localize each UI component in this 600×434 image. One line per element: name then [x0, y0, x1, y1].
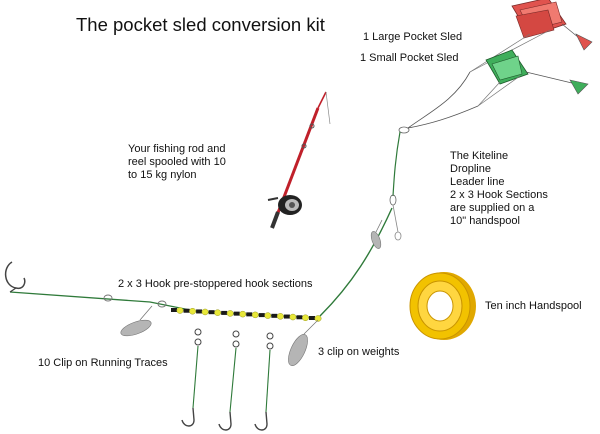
running-trace-1: [181, 328, 202, 427]
sleeve: [171, 308, 177, 312]
bead: [251, 311, 259, 319]
sleeve: [258, 313, 265, 318]
running-trace-2: [218, 330, 240, 431]
label-rod-line: to 15 kg nylon: [128, 169, 197, 181]
large-pocket-sled: [469, 0, 593, 73]
label-running-traces: 10 Clip on Running Traces: [38, 357, 168, 369]
bead-row: [171, 307, 322, 322]
bead: [214, 309, 222, 316]
sleeve: [271, 313, 278, 318]
bead: [201, 308, 209, 316]
sleeve: [183, 308, 190, 313]
label-large-pocket-sled: 1 Large Pocket Sled: [363, 31, 463, 43]
sleeve: [221, 310, 228, 315]
bead: [314, 315, 322, 322]
label-kiteline-line: The Kiteline: [450, 150, 509, 162]
bead: [239, 310, 247, 318]
label-hook-sections: 2 x 3 Hook pre-stoppered hook sections: [118, 278, 313, 290]
label-rod-line: reel spooled with 10: [128, 156, 226, 168]
kiteline: [319, 71, 479, 317]
handspool: [409, 272, 476, 340]
bead: [264, 312, 272, 319]
diagram-title: The pocket sled conversion kit: [76, 14, 325, 35]
label-kiteline-line: Dropline: [450, 163, 491, 175]
small-pocket-sled: [477, 49, 589, 107]
fishing-reel: [267, 195, 302, 215]
bead: [176, 307, 184, 314]
sleeve: [296, 315, 303, 320]
label-kiteline-line: 2 x 3 Hook Sections: [450, 189, 548, 201]
bead: [226, 310, 234, 317]
sleeve: [233, 311, 240, 316]
label-kiteline-line: 10" handspool: [450, 215, 520, 227]
label-kiteline-line: are supplied on a: [450, 202, 535, 214]
bead: [189, 307, 196, 315]
weight-right: [288, 319, 319, 366]
sleeve: [196, 309, 203, 314]
label-rod-line: Your fishing rod and: [128, 143, 226, 155]
bead: [302, 314, 309, 322]
weight-left: [120, 305, 153, 337]
label-small-pocket-sled: 1 Small Pocket Sled: [360, 52, 459, 64]
label-kiteline-kit: The Kiteline Dropline Leader line 2 x 3 …: [450, 150, 590, 228]
label-weights: 3 clip on weights: [318, 346, 400, 358]
bead: [276, 313, 284, 320]
sleeve: [246, 312, 253, 317]
running-trace-3: [254, 332, 274, 431]
label-handspool: Ten inch Handspool: [485, 300, 582, 312]
label-kiteline-line: Leader line: [450, 176, 505, 188]
sleeve: [208, 310, 215, 315]
sleeve: [283, 314, 290, 319]
bead: [289, 313, 297, 321]
weight-top: [370, 219, 383, 249]
sleeve: [309, 316, 315, 320]
label-rod-and-reel: Your fishing rod and reel spooled with 1…: [128, 143, 278, 182]
